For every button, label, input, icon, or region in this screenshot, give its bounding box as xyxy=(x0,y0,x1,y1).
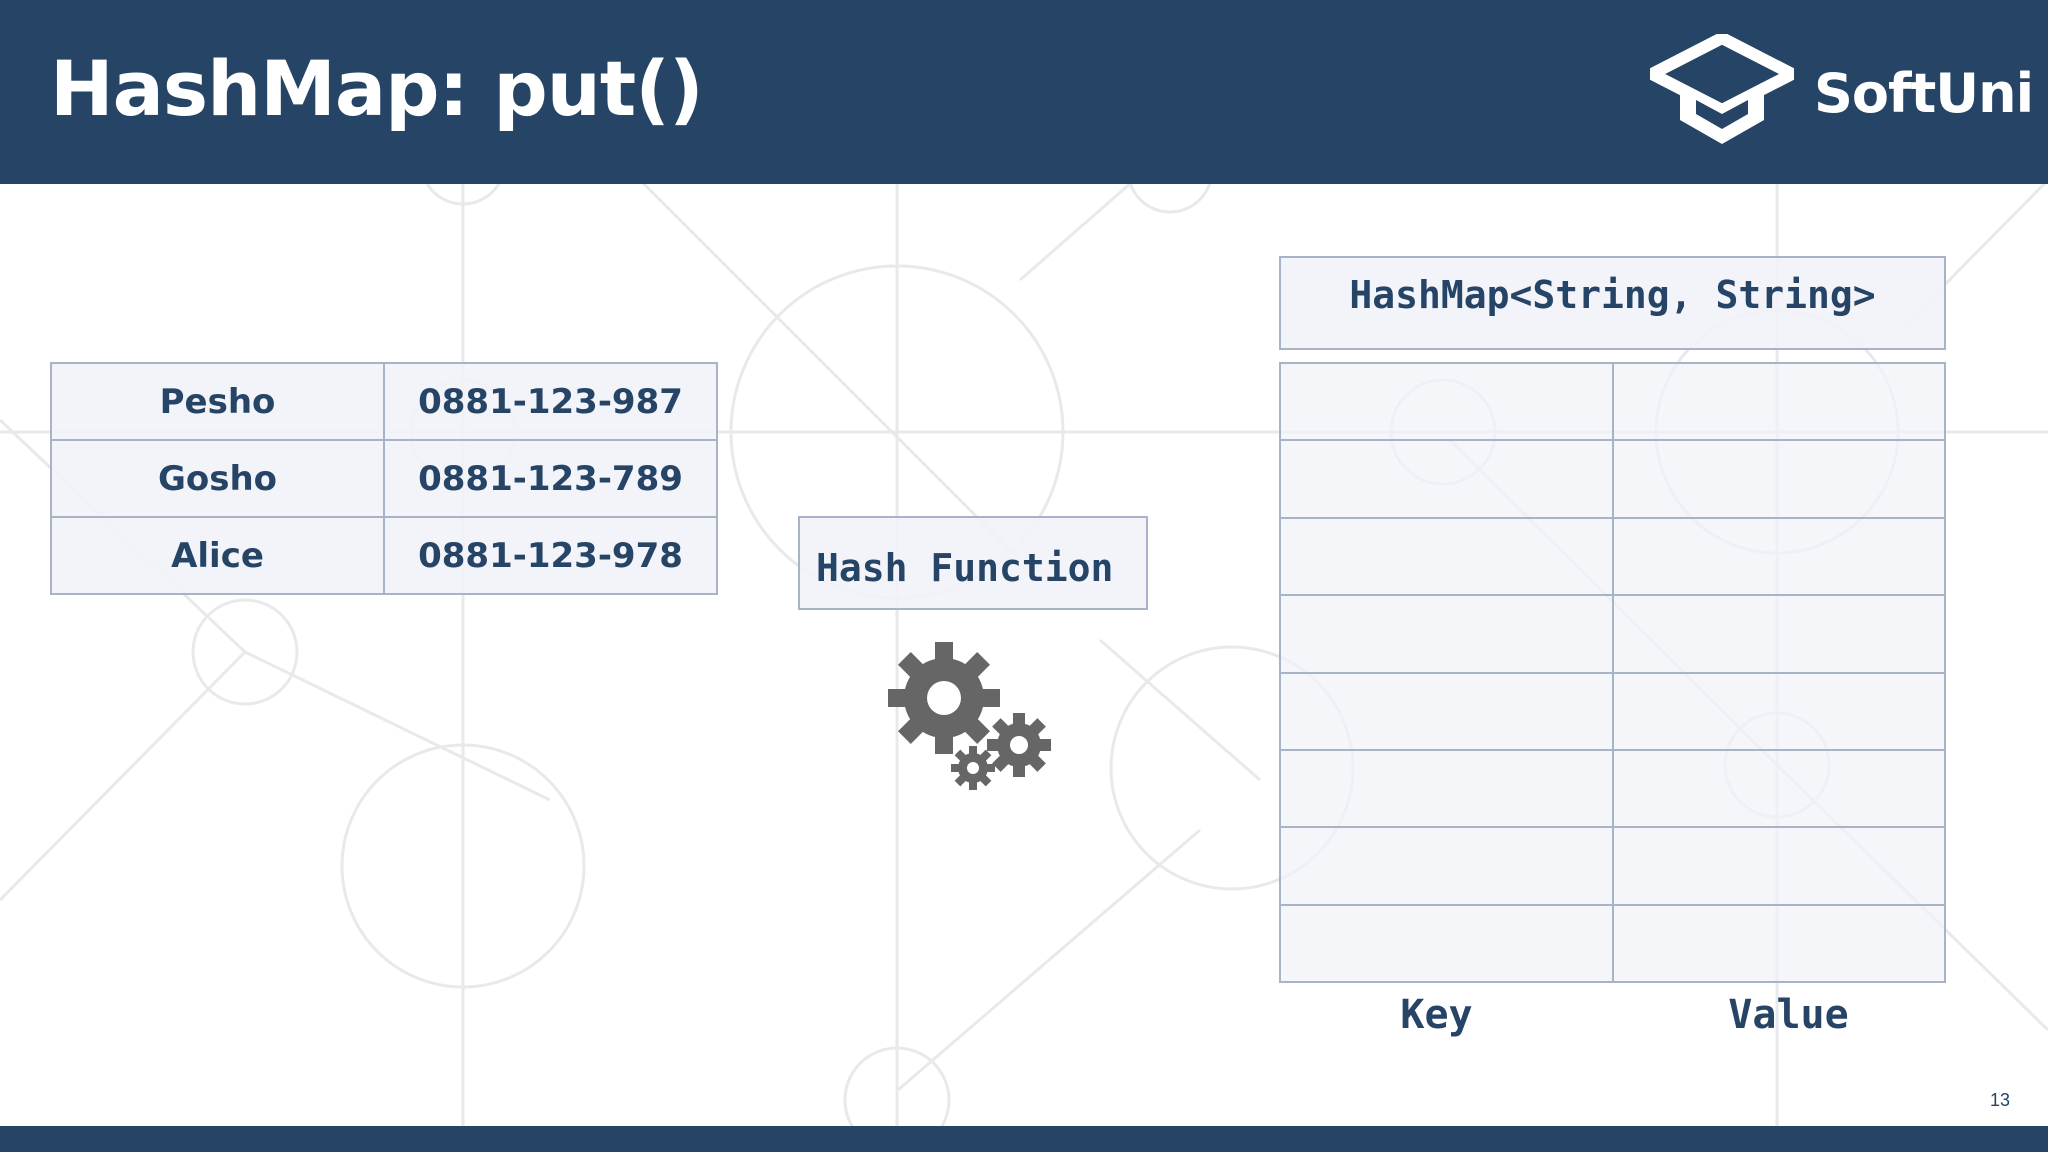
bucket-value-cell xyxy=(1611,748,1946,829)
entry-key: Pesho xyxy=(49,362,386,441)
value-column-label: Value xyxy=(1728,992,1849,1038)
bucket-value-cell xyxy=(1611,439,1946,519)
bucket-key-cell xyxy=(1279,748,1614,829)
hashmap-buckets-table xyxy=(1279,361,1946,984)
entry-value: 0881-123-978 xyxy=(383,516,718,595)
softuni-cap-icon xyxy=(1650,34,1794,144)
bucket-key-cell xyxy=(1279,516,1614,597)
bucket-row xyxy=(1279,361,1946,442)
hashmap-type-label: HashMap<String, String> xyxy=(1349,273,1876,317)
entry-value: 0881-123-987 xyxy=(383,362,718,441)
hashmap-type-header: HashMap<String, String> xyxy=(1279,256,1946,350)
key-column-label: Key xyxy=(1400,992,1473,1038)
softuni-logo: SoftUni xyxy=(1650,34,2034,150)
slide-title: HashMap: put() xyxy=(50,44,704,133)
bucket-row xyxy=(1279,748,1946,829)
bucket-key-cell xyxy=(1279,826,1614,906)
table-row: Gosho 0881-123-789 xyxy=(49,439,718,518)
hash-function-box: Hash Function xyxy=(798,516,1148,610)
entry-key: Alice xyxy=(49,516,386,595)
bucket-key-cell xyxy=(1279,439,1614,519)
bucket-row xyxy=(1279,516,1946,597)
bucket-value-cell xyxy=(1611,516,1946,597)
gears-icon xyxy=(888,642,1051,790)
footer-bar xyxy=(0,1126,2048,1152)
slide-header: HashMap: put() SoftUni xyxy=(0,0,2048,184)
table-row: Alice 0881-123-978 xyxy=(49,516,718,595)
bucket-value-cell xyxy=(1611,903,1946,984)
table-row: Pesho 0881-123-987 xyxy=(49,362,718,441)
softuni-logo-text: SoftUni xyxy=(1814,62,2034,125)
bucket-key-cell xyxy=(1279,671,1614,751)
bucket-value-cell xyxy=(1611,826,1946,906)
bucket-value-cell xyxy=(1611,594,1946,674)
entry-value: 0881-123-789 xyxy=(383,439,718,518)
bucket-value-cell xyxy=(1611,671,1946,751)
input-entries-table: Pesho 0881-123-987 Gosho 0881-123-789 Al… xyxy=(49,362,718,595)
bucket-row xyxy=(1279,671,1946,751)
bucket-key-cell xyxy=(1279,903,1614,984)
bucket-row xyxy=(1279,439,1946,519)
bucket-row xyxy=(1279,826,1946,906)
bucket-row xyxy=(1279,903,1946,984)
bucket-key-cell xyxy=(1279,594,1614,674)
page-number: 13 xyxy=(1989,1090,2010,1110)
bucket-value-cell xyxy=(1611,361,1946,442)
hash-function-label: Hash Function xyxy=(816,546,1114,590)
entry-key: Gosho xyxy=(49,439,386,518)
bucket-row xyxy=(1279,594,1946,674)
bucket-key-cell xyxy=(1279,361,1614,442)
